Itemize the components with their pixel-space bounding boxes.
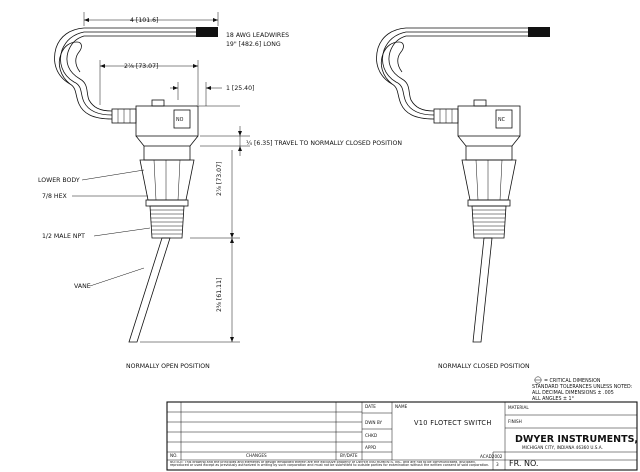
tb-no-label: NO. [170, 453, 178, 458]
caption-normally-closed: NORMALLY CLOSED POSITION [438, 363, 530, 370]
lower-body-right [461, 145, 517, 207]
callout-npt: 1/2 MALE NPT [42, 233, 85, 240]
tb-approved-label: APPD [365, 445, 376, 450]
tb-notice: NOTICE: This drawing and the principles … [170, 461, 490, 468]
switch-housing-right [433, 99, 521, 147]
vane-right [472, 237, 493, 343]
tb-company-address: MICHIGAN CITY, INDIANA 46360 U.S.A. [522, 445, 603, 450]
callout-lower-body: LOWER BODY [38, 177, 80, 184]
tb-drawn-by-label: DWN BY [365, 420, 382, 425]
tb-sheet-size: 3 [496, 462, 499, 467]
lead-label-2: 19" [482.6] LONG [226, 41, 281, 48]
lead-wires-left [54, 27, 218, 120]
dim-overall-width: 4 [101.6] [130, 17, 158, 24]
tb-by-date-label: BY/DATE [340, 453, 358, 458]
tb-title: V10 FLOTECT SWITCH [414, 419, 492, 427]
lead-label-1: 18 AWG LEADWIRES [226, 32, 289, 39]
dim-body-width: 2⅞ [73.07] [124, 63, 158, 70]
npt-thread-left [149, 205, 185, 239]
tb-changes-label: CHANGES [246, 453, 267, 458]
tb-checked-label: CHKD [365, 433, 377, 438]
tb-finish-label: FINISH [508, 419, 522, 424]
switch-housing-left [111, 99, 199, 147]
wire-ends-left [196, 27, 218, 37]
tb-name-label: NAME [395, 404, 408, 409]
switch-mark-left: NO [176, 117, 184, 123]
tb-company-name: DWYER INSTRUMENTS, INC. [515, 434, 640, 445]
tb-notice-wrap: NOTICE: This drawing and the principles … [170, 461, 490, 468]
switch-normally-closed: NC [376, 27, 550, 343]
tb-material-label: MATERIAL [508, 405, 529, 410]
switch-normally-open: NO [54, 27, 218, 343]
note-critical: = CRITICAL DIMENSION [544, 378, 601, 384]
callout-leaders [72, 169, 151, 287]
vane-left [128, 237, 171, 343]
switch-mark-right: NC [498, 117, 506, 123]
callout-vane: VANE [74, 283, 91, 290]
dim-offset: 1 [25.40] [226, 85, 254, 92]
dim-vane-height: 2⅜ [61.11] [216, 278, 223, 312]
note-tol-3: ALL ANGLES ± 1° [532, 396, 574, 402]
caption-normally-open: NORMALLY OPEN POSITION [126, 363, 210, 370]
npt-thread-right [471, 205, 507, 239]
note-tol-1: STANDARD TOLERANCES UNLESS NOTED: [532, 384, 633, 390]
critical-dimension-icon [534, 376, 542, 384]
tb-fr-no-label: FR. NO. [509, 459, 538, 468]
title-block [166, 401, 638, 471]
tb-date-label: DATE [365, 404, 376, 409]
notes-block [534, 376, 542, 384]
callout-hex: 7/8 HEX [42, 193, 67, 200]
dim-body-height: 2⅞ [73.07] [216, 162, 223, 196]
note-tol-2: ALL DECIMAL DIMENSIONS ± .005 [532, 390, 614, 396]
tb-drawing-code: ACAD2002 [480, 454, 503, 459]
lead-wires-right [376, 27, 550, 120]
wire-ends-right [528, 27, 550, 37]
dim-travel: ¼ [6.35] TRAVEL TO NORMALLY CLOSED POSIT… [246, 140, 402, 147]
dimensions-left [83, 12, 250, 343]
lower-body-left [139, 145, 195, 207]
